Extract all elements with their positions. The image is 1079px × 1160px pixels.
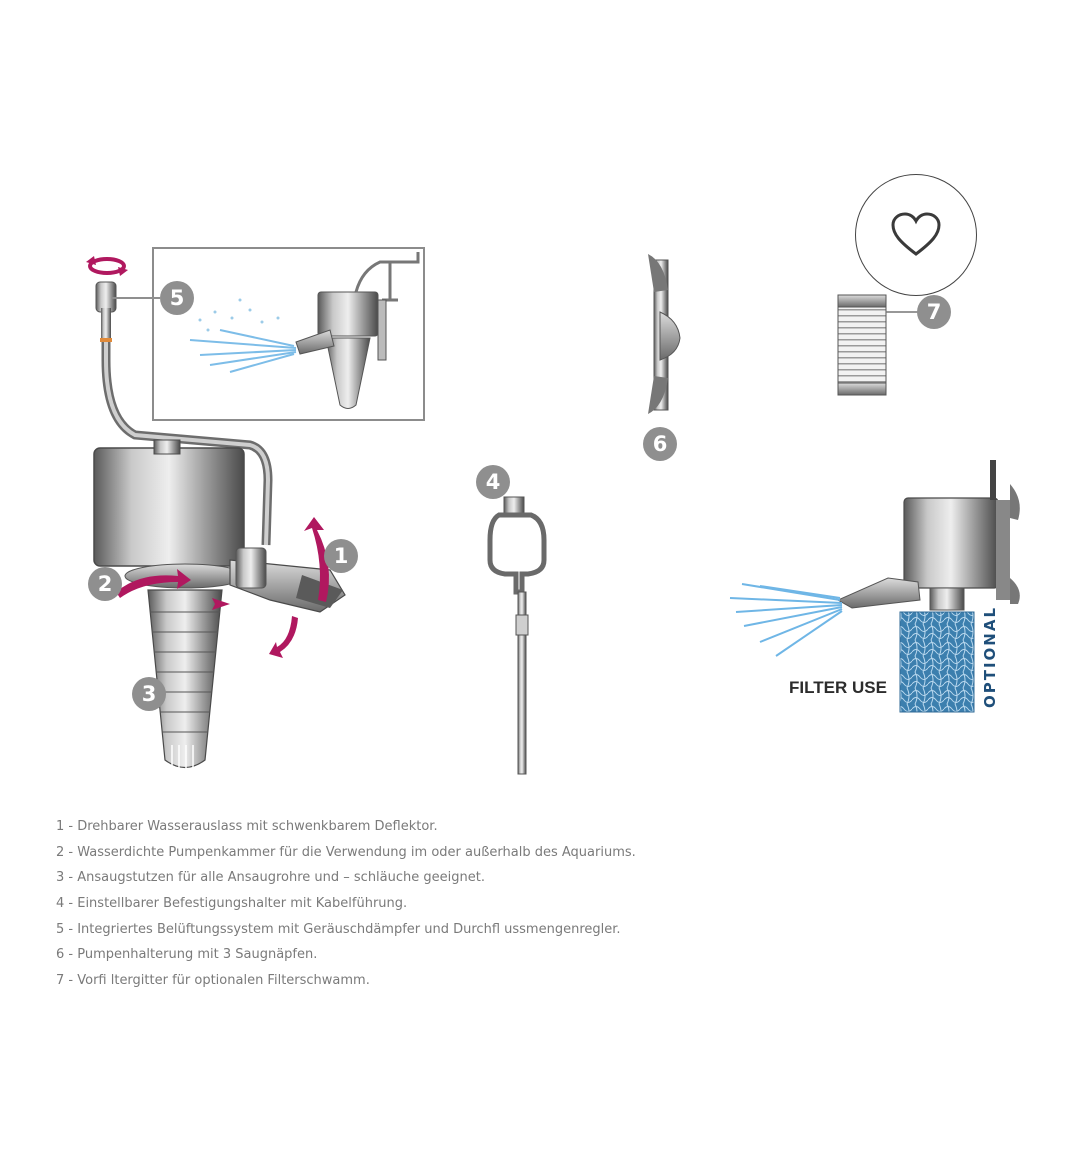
filter-use-label: FILTER USE bbox=[789, 678, 887, 697]
legend-item-4: 4 - Einstellbarer Befestigungshalter mit… bbox=[56, 896, 408, 912]
heart-icon bbox=[891, 212, 941, 256]
favorite-button[interactable] bbox=[855, 174, 977, 296]
legend-item-2: 2 - Wasserdichte Pumpenkammer für die Ve… bbox=[56, 844, 636, 860]
legend-item-3: 3 - Ansaugstutzen für alle Ansaugrohre u… bbox=[56, 870, 485, 886]
rotate-arrows-icon bbox=[86, 256, 128, 276]
suction-cup-mount bbox=[648, 254, 681, 414]
feature-legend: 1 - Drehbarer Wasserauslass mit schwenkb… bbox=[56, 814, 636, 994]
callout-6-label: 6 bbox=[653, 432, 668, 456]
callout-5-label: 5 bbox=[170, 286, 185, 310]
prefilter-grid bbox=[837, 294, 918, 396]
callout-1-label: 1 bbox=[334, 544, 349, 568]
callout-2-label: 2 bbox=[98, 572, 113, 596]
callout-5: 5 bbox=[112, 281, 194, 315]
callout-7-label: 7 bbox=[927, 300, 942, 324]
aeration-inset bbox=[152, 247, 425, 421]
callout-3: 3 bbox=[132, 677, 166, 711]
optional-label: OPTIONAL bbox=[981, 606, 999, 708]
legend-item-7: 7 - Vorfi ltergitter für optionalen Filt… bbox=[56, 973, 370, 989]
filter-use-pump bbox=[729, 460, 1020, 713]
callout-4-label: 4 bbox=[486, 470, 501, 494]
legend-item-1: 1 - Drehbarer Wasserauslass mit schwenkb… bbox=[56, 819, 438, 834]
callout-7: 7 bbox=[917, 295, 951, 329]
callout-4: 4 bbox=[476, 465, 510, 499]
callout-3-label: 3 bbox=[142, 682, 157, 706]
legend-item-5: 5 - Integriertes Belüftungssystem mit Ge… bbox=[56, 921, 621, 937]
main-pump bbox=[86, 256, 346, 770]
legend-item-6: 6 - Pumpenhalterung mit 3 Saugnäpfen. bbox=[56, 947, 318, 963]
mounting-bracket bbox=[487, 496, 547, 775]
callout-6: 6 bbox=[643, 427, 677, 461]
callout-1: 1 bbox=[324, 539, 358, 573]
callout-2: 2 bbox=[88, 567, 122, 601]
